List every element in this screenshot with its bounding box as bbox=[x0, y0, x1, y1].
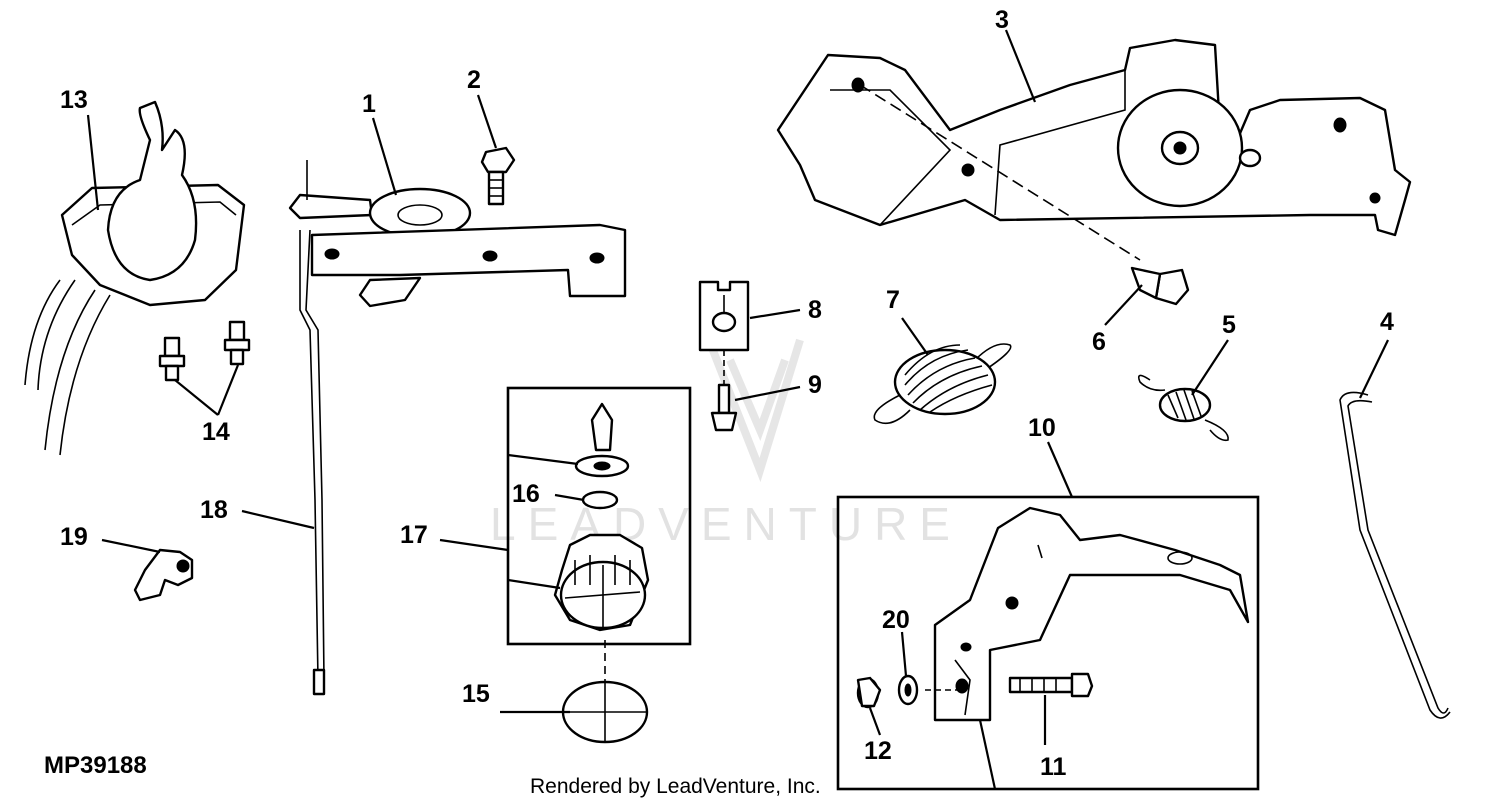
callout-7: 7 bbox=[886, 286, 900, 314]
callout-15: 15 bbox=[462, 680, 490, 708]
callout-1: 1 bbox=[362, 90, 376, 118]
callout-18: 18 bbox=[200, 496, 228, 524]
part-1-bracket bbox=[288, 160, 627, 308]
callout-17: 17 bbox=[400, 521, 428, 549]
callout-3: 3 bbox=[995, 6, 1009, 34]
callout-19: 19 bbox=[60, 523, 88, 551]
callouts: 1 2 3 4 5 6 7 8 9 10 11 12 13 14 15 16 1… bbox=[60, 6, 1394, 781]
inset-box-10 bbox=[836, 495, 1260, 791]
callout-10: 10 bbox=[1028, 414, 1056, 442]
callout-4: 4 bbox=[1380, 308, 1394, 336]
part-9-screw bbox=[710, 383, 738, 432]
part-20-washer bbox=[897, 674, 919, 706]
callout-13: 13 bbox=[60, 86, 88, 114]
callout-14: 14 bbox=[202, 418, 230, 446]
watermark: LEADVENTURE bbox=[490, 498, 962, 550]
watermark-logo bbox=[701, 328, 804, 483]
leader-lines bbox=[86, 29, 1389, 790]
part-13-control-lever bbox=[24, 100, 246, 456]
callout-9: 9 bbox=[808, 371, 822, 399]
callout-16: 16 bbox=[512, 480, 540, 508]
part-14-screws bbox=[158, 320, 251, 382]
part-18-rod bbox=[299, 229, 326, 696]
part-6-bolt bbox=[1130, 266, 1190, 306]
inset-box-15-17 bbox=[506, 386, 692, 646]
part-3-frame-bracket bbox=[776, 38, 1412, 261]
callout-12: 12 bbox=[864, 737, 892, 765]
callout-6: 6 bbox=[1092, 328, 1106, 356]
part-17-gear-assembly bbox=[553, 402, 650, 690]
part-10-bracket bbox=[933, 506, 1250, 722]
callout-11: 11 bbox=[1040, 753, 1067, 781]
credit-text: Rendered by LeadVenture, Inc. bbox=[530, 775, 821, 798]
part-7-spring bbox=[873, 343, 1012, 425]
callout-5: 5 bbox=[1222, 311, 1236, 339]
callout-2: 2 bbox=[467, 66, 481, 94]
callout-8: 8 bbox=[808, 296, 822, 324]
part-8-clip bbox=[698, 280, 750, 385]
diagram-id-label: MP39188 bbox=[44, 752, 147, 779]
part-15-cap bbox=[561, 680, 649, 744]
part-11-bolt bbox=[925, 672, 1094, 698]
callout-20: 20 bbox=[882, 606, 910, 634]
part-19-clip bbox=[133, 548, 194, 602]
part-2-bolt bbox=[480, 146, 516, 206]
part-12-nut bbox=[856, 676, 882, 709]
part-4-rod bbox=[1339, 391, 1451, 719]
part-5-spring bbox=[1137, 374, 1229, 442]
